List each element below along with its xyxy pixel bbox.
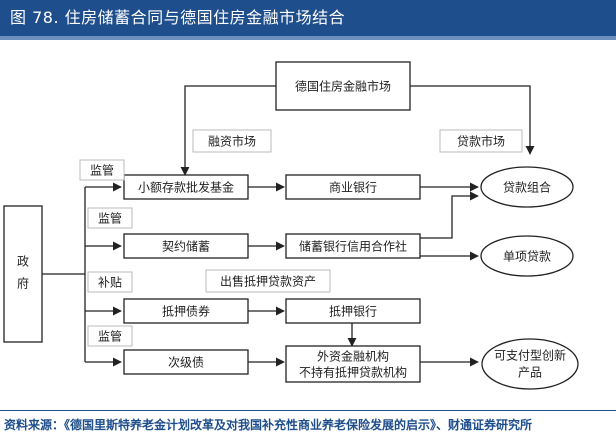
node-single-loan-ellipse <box>480 235 574 277</box>
node-foreign-line1: 外资金融机构 <box>317 349 389 364</box>
node-small-fund-box <box>123 174 249 200</box>
node-mortgage-bank-box <box>285 298 421 324</box>
label-financing-market: 融资市场 <box>208 134 256 149</box>
node-payable-line1: 可支付型创新 <box>494 348 566 363</box>
node-foreign-line2: 不持有抵押贷款机构 <box>299 365 407 380</box>
label-supervise1-box <box>79 159 125 181</box>
node-foreign-box <box>285 345 421 383</box>
node-mortgage-bond-box <box>123 298 249 324</box>
label-subsidy: 补贴 <box>98 276 122 290</box>
node-single-loan: 单项贷款 <box>503 250 551 264</box>
label-supervise3-box <box>87 325 133 347</box>
label-supervise3: 监管 <box>98 329 122 344</box>
node-subordinated-box <box>123 349 249 375</box>
node-payable-ellipse <box>481 338 579 390</box>
node-loan-portfolio-ellipse <box>480 166 574 208</box>
node-government-line1: 政 <box>17 255 29 269</box>
label-loan-market: 贷款市场 <box>457 134 505 149</box>
node-subordinated: 次级债 <box>168 356 204 370</box>
label-supervise2: 监管 <box>98 211 122 226</box>
label-sell-assets: 出售抵押贷款资产 <box>220 274 316 289</box>
arrow-market-to-fund <box>180 85 276 176</box>
label-sell-assets-box <box>205 269 331 293</box>
node-savings-coop: 储蓄银行信用合作社 <box>299 239 407 254</box>
node-contract-saving-box <box>123 233 249 259</box>
node-payable-line2: 产品 <box>518 366 542 380</box>
label-subsidy-box <box>87 271 133 293</box>
node-commercial-bank-box <box>285 174 421 200</box>
label-supervise2-box <box>87 207 133 229</box>
arrow-market-to-portfolio <box>410 85 535 155</box>
node-top-market-box <box>275 61 411 111</box>
flow-diagram: 德国住房金融市场 政 府 小额存款批发基金 商业银行 契约储蓄 储蓄银行信用合作… <box>3 61 579 390</box>
figure-title: 图 78. 住房储蓄合同与德国住房金融市场结合 <box>0 0 616 36</box>
node-government-box <box>3 205 43 343</box>
arrow-coop-to-portfolio <box>420 191 479 239</box>
node-savings-coop-box <box>285 233 421 259</box>
source-note: 资料来源：《德国里斯特养老金计划改革及对我国补充性商业养老保险发展的启示》、财通… <box>0 410 616 442</box>
label-financing-market-box <box>192 129 272 153</box>
node-small-fund: 小额存款批发基金 <box>138 180 234 195</box>
node-contract-saving: 契约储蓄 <box>162 239 210 254</box>
node-government-line2: 府 <box>17 276 29 291</box>
node-mortgage-bank: 抵押银行 <box>329 305 377 319</box>
label-loan-market-box <box>439 129 523 153</box>
node-loan-portfolio: 贷款组合 <box>503 180 551 195</box>
node-commercial-bank: 商业银行 <box>329 180 377 195</box>
label-supervise1: 监管 <box>90 163 114 178</box>
node-mortgage-bond: 抵押债券 <box>162 304 210 319</box>
connector-lines <box>42 85 535 367</box>
node-top-market: 德国住房金融市场 <box>295 79 391 94</box>
title-underline <box>0 36 616 40</box>
